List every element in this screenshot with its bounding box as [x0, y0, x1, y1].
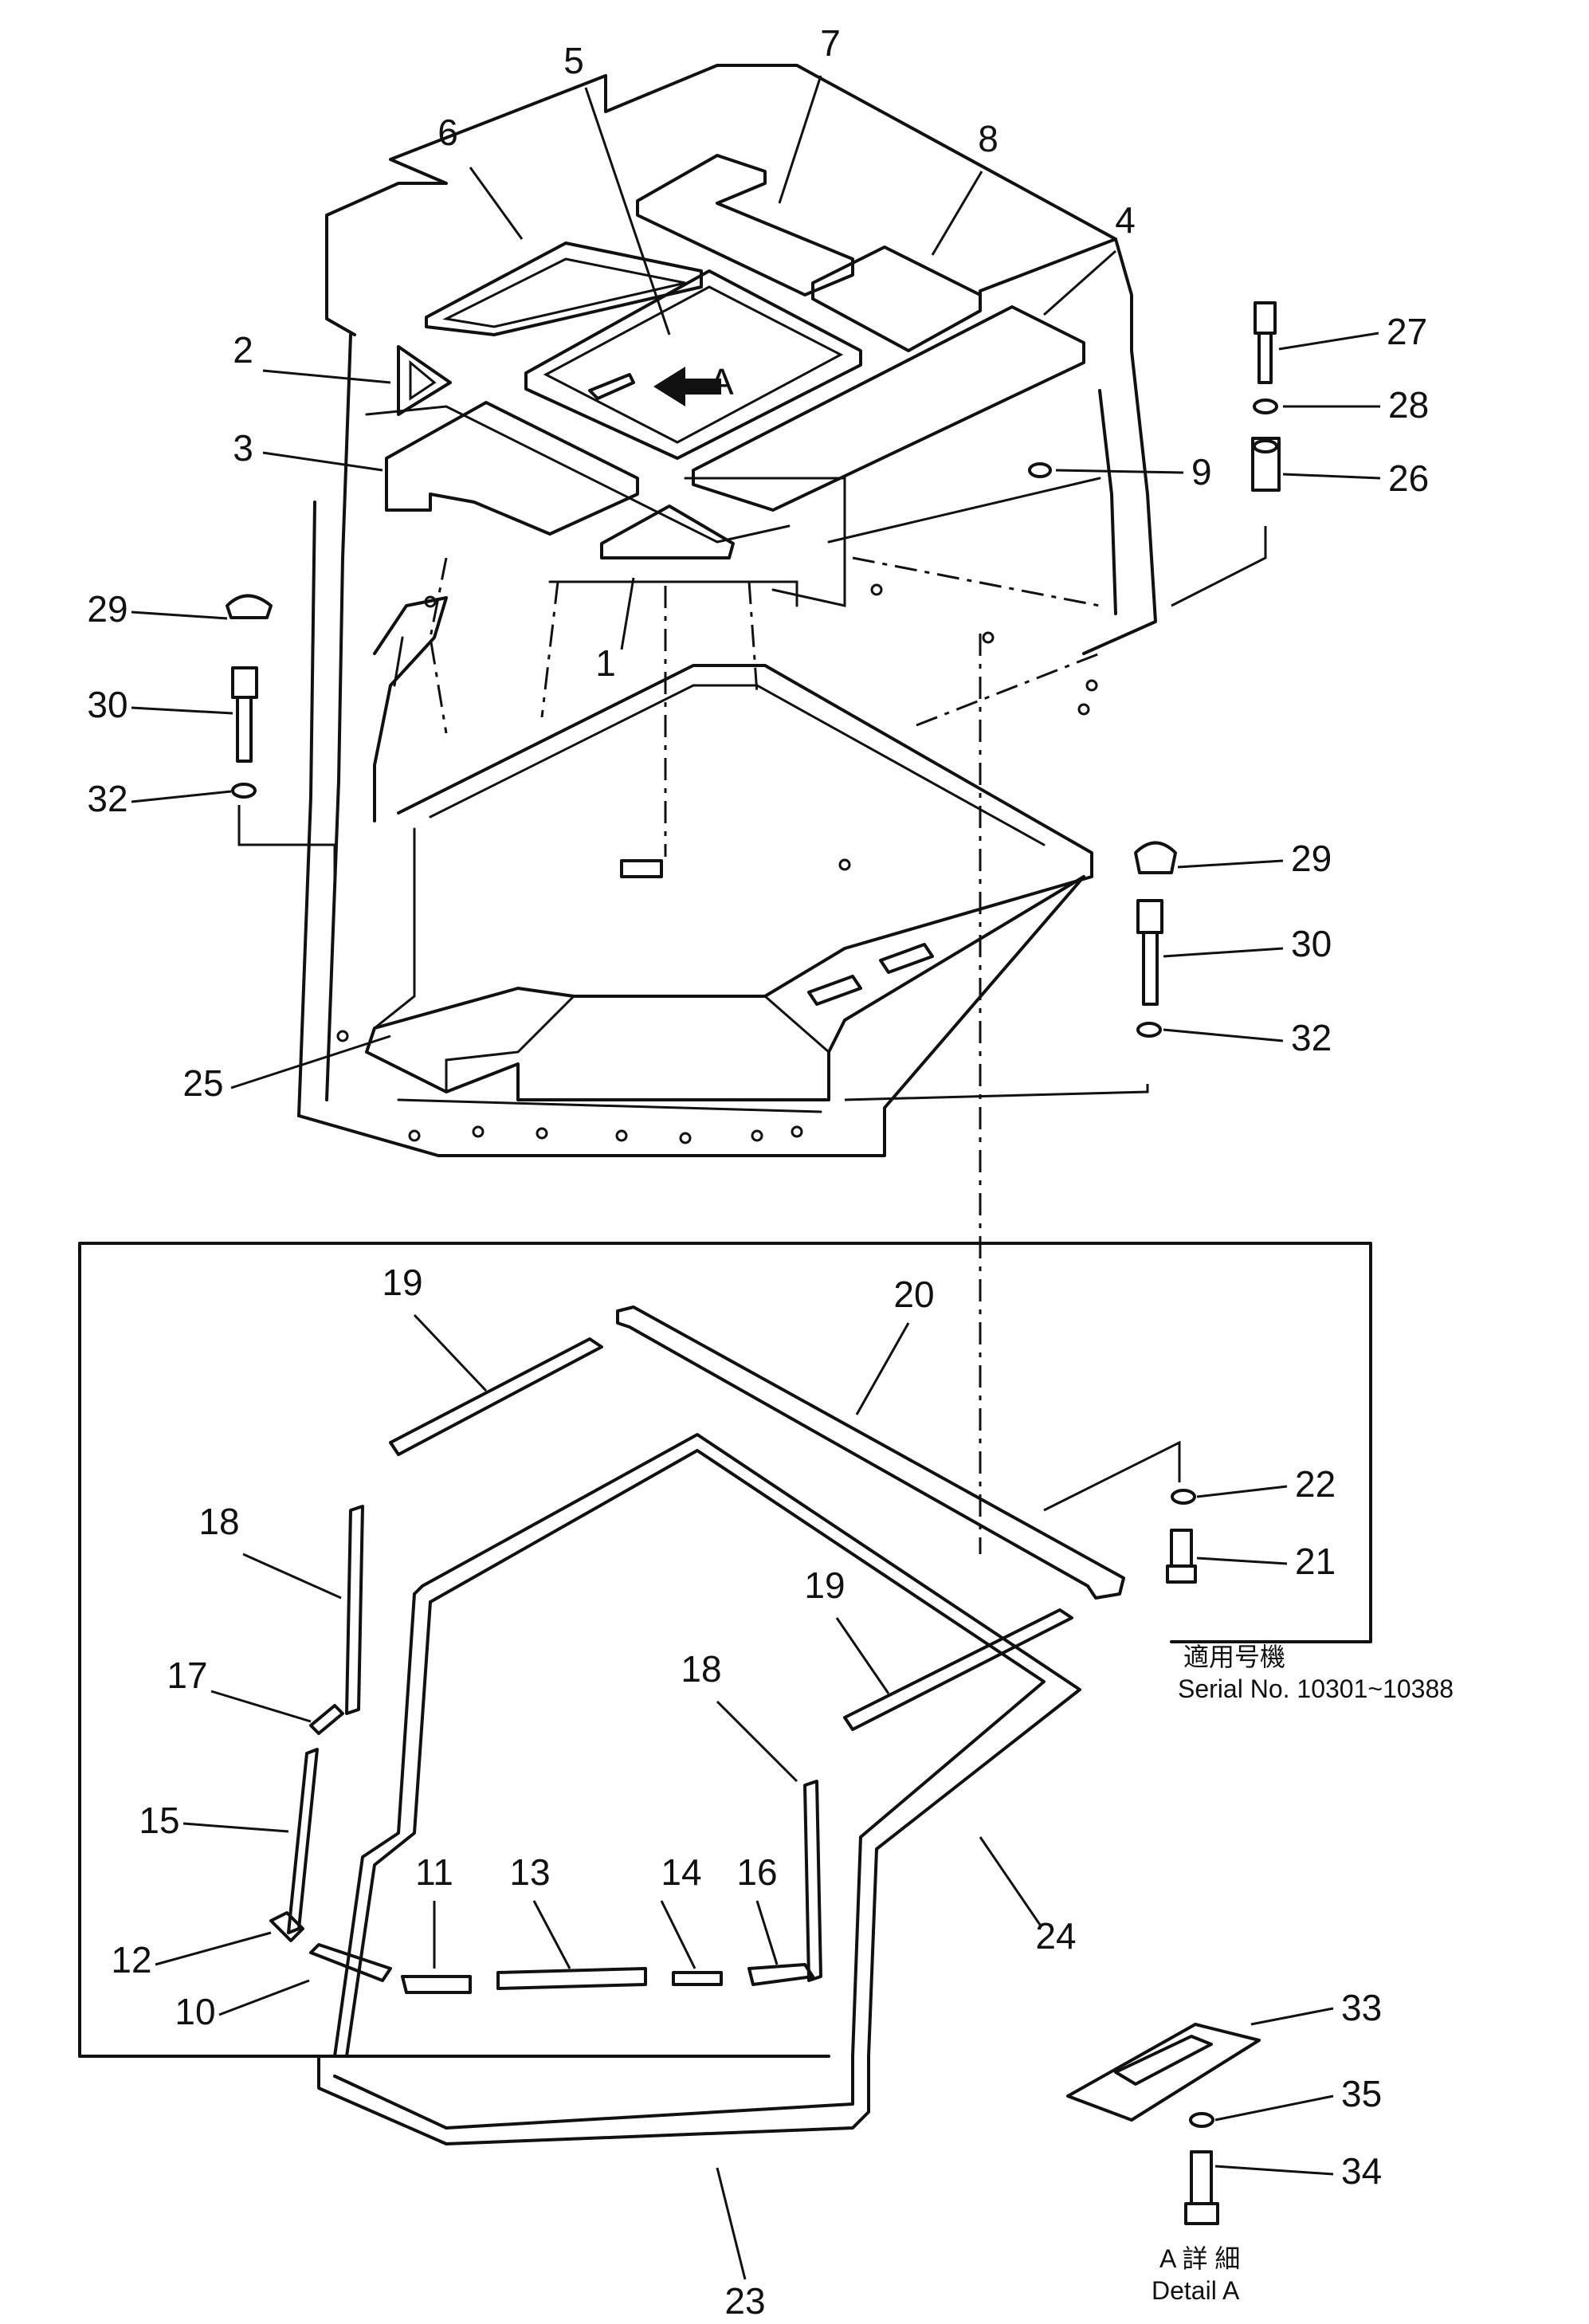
callout-leader-line — [755, 1900, 779, 1965]
callout-number: 10 — [175, 1991, 215, 2032]
callout-number: 34 — [1341, 2150, 1382, 2192]
callout-number: 26 — [1388, 457, 1429, 499]
callout-number: 30 — [1291, 923, 1332, 964]
callout-number: 29 — [87, 588, 128, 630]
callout-number: 29 — [1291, 838, 1332, 879]
callout-number: 15 — [139, 1800, 179, 1841]
callout-leader-line — [532, 1900, 571, 1969]
callout-leader-line — [182, 1822, 289, 1833]
callout-leader-line — [855, 1322, 910, 1415]
callout-leader-line — [131, 790, 232, 803]
callout-leader-line — [155, 1931, 272, 1966]
callout-leader-line — [716, 1700, 798, 1783]
callout-leader-line — [716, 2167, 747, 2280]
callout-leader-line — [218, 1979, 310, 2016]
callout-leader-line — [131, 610, 228, 620]
callout-leader-line — [620, 577, 635, 650]
callout-numbers: 7 5 6 8 4 27 2 28 3 9 26 1 29 30 32 29 30 32 25 19 20 18 22 21 1… — [87, 22, 1429, 2322]
callout-number: 23 — [724, 2280, 765, 2320]
callout-number: 13 — [509, 1851, 550, 1893]
detail-note-label: Detail A — [1152, 2276, 1240, 2305]
callout-number: 12 — [111, 1939, 151, 1981]
detail-note: A 詳 細 Detail A — [1152, 2244, 1240, 2305]
seal-strips — [269, 1305, 1181, 2145]
callout-number: 17 — [167, 1655, 207, 1696]
view-arrow-a: A — [653, 361, 734, 406]
callout-leader-line — [1196, 1557, 1288, 1565]
callout-number: 4 — [1115, 199, 1136, 241]
callout-number: 21 — [1295, 1541, 1336, 1582]
callout-leader-line — [1250, 2007, 1334, 2026]
callout-number: 6 — [437, 112, 458, 153]
callout-number: 20 — [893, 1274, 934, 1315]
callout-leader-line — [1282, 473, 1381, 480]
callout-number: 19 — [804, 1564, 845, 1606]
callout-leader-line — [1163, 947, 1284, 958]
callout-leader-line — [584, 87, 671, 336]
callout-leader-line — [469, 167, 524, 240]
callout-leader-line — [210, 1690, 312, 1723]
serial-note-jp: 適用号機 — [1183, 1643, 1285, 1671]
callout-leader-line — [1055, 469, 1184, 474]
callout-leader-line — [1043, 249, 1116, 316]
callout-number: 8 — [978, 118, 999, 159]
callout-leaders — [131, 75, 1381, 2280]
callout-number: 19 — [382, 1262, 422, 1303]
callout-number: 11 — [415, 1851, 453, 1893]
callout-number: 22 — [1295, 1463, 1336, 1505]
serial-note: 適用号機 Serial No. 10301~10388 — [1178, 1643, 1454, 1703]
callout-number: 2 — [233, 329, 253, 371]
callout-leader-line — [262, 369, 391, 384]
callout-leader-line — [1163, 1028, 1284, 1042]
callout-leader-line — [660, 1900, 696, 1969]
callout-number: 30 — [87, 684, 128, 725]
callout-number: 14 — [661, 1851, 701, 1893]
callout-leader-line — [242, 1553, 342, 1600]
callout-number: 7 — [820, 22, 841, 64]
serial-note-label: Serial No. 10301~10388 — [1178, 1674, 1454, 1703]
callout-number: 32 — [1291, 1017, 1332, 1058]
callout-leader-line — [1196, 1485, 1288, 1498]
callout-number: 16 — [736, 1851, 777, 1893]
callout-number: 18 — [681, 1648, 721, 1690]
callout-leader-line — [931, 171, 983, 256]
callout-leader-line — [1278, 332, 1379, 351]
callout-leader-line — [262, 451, 383, 472]
callout-number: 1 — [595, 642, 616, 684]
callout-leader-line — [1214, 2094, 1334, 2122]
detail-note-jp: A 詳 細 — [1159, 2244, 1240, 2273]
callout-leader-line — [979, 1836, 1042, 1926]
fasteners — [226, 301, 1281, 2225]
arrow-label: A — [709, 361, 734, 402]
callout-leader-line — [1214, 2165, 1334, 2176]
callout-number: 5 — [563, 40, 584, 81]
callout-leader-line — [131, 706, 233, 715]
callout-leader-line — [778, 75, 822, 204]
callout-number: 18 — [198, 1501, 239, 1542]
callout-number: 3 — [233, 427, 253, 469]
callout-leader-line — [1177, 859, 1284, 869]
callout-number: 35 — [1341, 2073, 1382, 2114]
callout-number: 9 — [1191, 451, 1212, 493]
callout-number: 28 — [1388, 384, 1429, 426]
detail-box — [78, 1242, 1372, 2058]
callout-number: 33 — [1341, 1987, 1382, 2028]
callout-leader-line — [413, 1313, 488, 1392]
callout-number: 24 — [1035, 1915, 1076, 1957]
callout-number: 25 — [182, 1062, 223, 1104]
callout-number: 32 — [87, 778, 128, 819]
callout-leader-line — [835, 1617, 890, 1694]
callout-number: 27 — [1387, 311, 1427, 352]
cab-frame-assembly — [237, 64, 1267, 1554]
callout-leader-line — [230, 1034, 391, 1089]
